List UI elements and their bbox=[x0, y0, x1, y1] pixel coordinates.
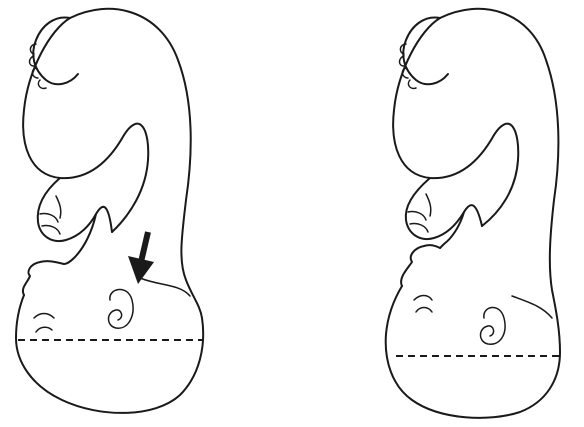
right-hand bbox=[406, 178, 482, 239]
right-fetus-figure bbox=[386, 9, 560, 418]
left-head-outline bbox=[16, 295, 203, 413]
right-cheek bbox=[416, 308, 432, 313]
left-neck-line bbox=[140, 278, 190, 296]
left-foot bbox=[33, 17, 78, 84]
right-thigh bbox=[393, 18, 494, 178]
right-shin bbox=[482, 124, 518, 226]
right-ear bbox=[481, 307, 506, 344]
right-back-outline bbox=[440, 9, 560, 352]
right-face-profile bbox=[401, 245, 440, 286]
left-thigh bbox=[23, 18, 124, 178]
left-face-profile bbox=[23, 261, 64, 295]
left-hand bbox=[38, 178, 112, 241]
right-eye bbox=[414, 296, 432, 301]
left-fingers bbox=[40, 196, 61, 234]
right-head-outline bbox=[386, 286, 560, 418]
right-neck-line bbox=[512, 296, 552, 318]
left-ear bbox=[109, 289, 134, 328]
left-eye bbox=[34, 314, 54, 319]
left-cheek bbox=[36, 327, 52, 332]
down-arrow-icon bbox=[128, 232, 154, 284]
right-foot bbox=[403, 17, 448, 84]
left-shin bbox=[112, 124, 148, 232]
left-fetus-figure bbox=[16, 9, 203, 413]
